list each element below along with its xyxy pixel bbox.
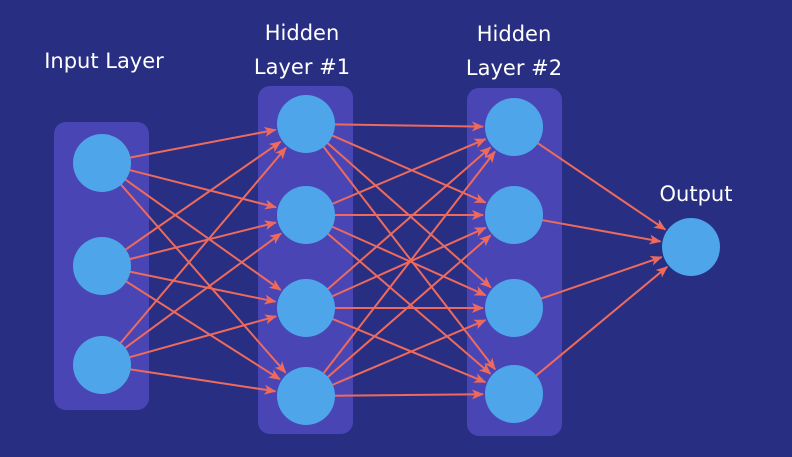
- hidden1-node: [277, 367, 335, 425]
- connection-arrow: [325, 146, 492, 292]
- hidden2-node: [485, 365, 543, 423]
- connection-arrow: [325, 234, 492, 380]
- hidden1-node: [277, 186, 335, 244]
- hidden1-node: [277, 95, 335, 153]
- hidden-layer-1-nodes: [277, 95, 335, 425]
- hidden2-node: [485, 98, 543, 156]
- connection-arrow: [128, 126, 277, 159]
- output-layer-label: Output: [660, 182, 733, 206]
- output-node: [662, 218, 720, 276]
- input-node: [73, 134, 131, 192]
- hidden-layer-1-label-line1: Hidden: [265, 21, 340, 45]
- hidden-layer-2-panel: [467, 88, 562, 436]
- connection-arrow: [123, 177, 282, 291]
- connection-arrow: [127, 220, 277, 261]
- connection-arrow: [321, 150, 496, 376]
- input-layer-nodes: [73, 134, 131, 394]
- connection-arrow: [127, 314, 278, 359]
- connection-arrow: [321, 144, 496, 371]
- hidden2-node: [485, 279, 543, 337]
- hidden2-node: [485, 186, 543, 244]
- connection-arrow: [540, 218, 662, 245]
- connection-arrow: [128, 368, 277, 395]
- connection-arrow: [330, 319, 487, 387]
- output-layer-nodes: [662, 218, 720, 276]
- connection-arrow: [127, 168, 277, 210]
- connection-arrow: [123, 232, 282, 350]
- connection-arrow: [539, 255, 663, 301]
- connections: [118, 121, 668, 400]
- hidden-layer-1-panel: [258, 86, 353, 434]
- connection-arrow: [119, 182, 287, 374]
- connection-arrow: [535, 141, 667, 231]
- connection-arrow: [325, 231, 492, 375]
- hidden-layer-1-label-line2: Layer #1: [254, 55, 350, 79]
- connection-arrow: [332, 389, 484, 400]
- connection-arrow: [330, 133, 487, 204]
- hidden-layer-2-label-line2: Layer #2: [466, 56, 562, 80]
- connection-arrow: [534, 266, 668, 378]
- input-node: [73, 336, 131, 394]
- connection-arrow: [123, 140, 282, 252]
- connection-arrow: [332, 121, 484, 132]
- input-layer-label: Input Layer: [44, 49, 164, 73]
- connection-arrow: [124, 279, 281, 381]
- connection-arrow: [330, 138, 487, 206]
- connection-arrow: [118, 146, 287, 346]
- hidden1-node: [277, 279, 335, 337]
- connection-arrow: [128, 270, 277, 305]
- input-node: [73, 237, 131, 295]
- connection-arrow: [330, 225, 487, 297]
- hidden-layer-2-nodes: [485, 98, 543, 423]
- hidden-layer-2-label-line1: Hidden: [477, 22, 552, 46]
